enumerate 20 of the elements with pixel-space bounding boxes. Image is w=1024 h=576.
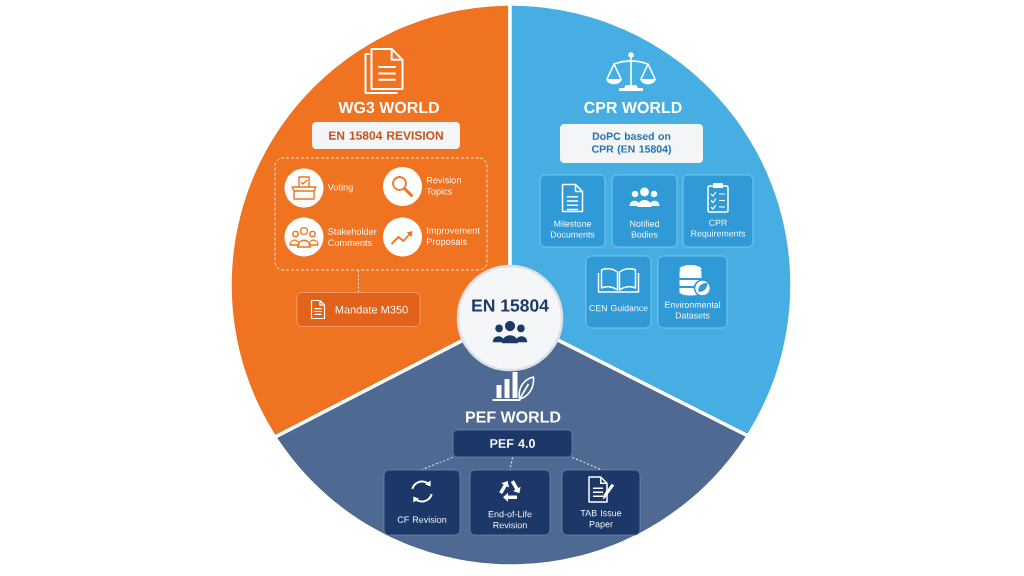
tile: CPR Requirements [682, 174, 754, 248]
dashed-connector [509, 456, 513, 471]
dashed-connector [421, 456, 454, 471]
heading-box: PEF 4.0 [452, 429, 573, 458]
tile: Notified Bodies [611, 174, 678, 248]
tile: CEN Guidance [585, 255, 652, 329]
heading-box: EN 15804 REVISION [312, 122, 460, 149]
item-label: Revision Topics [426, 176, 461, 197]
item-label: Voting [327, 183, 353, 193]
item-label: Improvement Proposals [426, 227, 480, 247]
heading-box: DoPC based on CPR (EN 15804) [560, 124, 703, 163]
dashed-connector [358, 269, 359, 293]
tile: TAB Issue Paper [561, 469, 641, 536]
tile: Milestone Documents [539, 174, 606, 248]
tile: End-of-Life Revision [469, 469, 551, 536]
item-label: Stakeholder Comments [328, 228, 377, 246]
dashed-connector [571, 456, 602, 471]
dashed-frame [274, 157, 488, 271]
rounded-box: Mandate M350 [296, 292, 421, 327]
tile: CF Revision [383, 469, 461, 536]
